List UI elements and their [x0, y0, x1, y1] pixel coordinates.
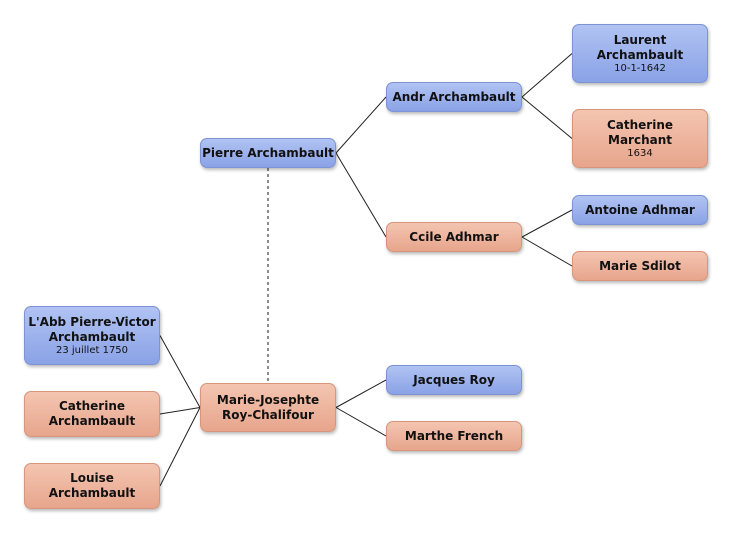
person-date: 1634: [627, 147, 653, 159]
person-name: Catherine Marchant: [606, 117, 674, 147]
person-name: Marie-Josephte Roy-Chalifour: [216, 392, 320, 422]
person-node-andr-archambault[interactable]: Andr Archambault: [386, 82, 522, 112]
person-node-pierre-archambault[interactable]: Pierre Archambault: [200, 138, 336, 168]
person-name: Pierre Archambault: [202, 145, 334, 160]
person-name: L'Abb Pierre-Victor Archambault: [28, 314, 156, 344]
person-node-marie-sdilot[interactable]: Marie Sdilot: [572, 251, 708, 281]
person-node-abbe-pierre-victor-archambault[interactable]: L'Abb Pierre-Victor Archambault 23 juill…: [24, 306, 160, 365]
child-link: [159, 407, 201, 487]
parent-link: [335, 96, 387, 154]
person-name: Laurent Archambault: [596, 32, 684, 62]
person-node-antoine-adhmar[interactable]: Antoine Adhmar: [572, 195, 708, 225]
child-link: [159, 407, 201, 415]
person-name: Marthe French: [404, 428, 504, 443]
parent-link: [521, 209, 573, 238]
parent-link: [521, 53, 573, 98]
person-node-marthe-french[interactable]: Marthe French: [386, 421, 522, 451]
person-name: Jacques Roy: [413, 372, 495, 387]
person-node-laurent-archambault[interactable]: Laurent Archambault 10-1-1642: [572, 24, 708, 83]
parent-link: [335, 407, 387, 437]
person-name: Ccile Adhmar: [409, 229, 499, 244]
person-node-jacques-roy[interactable]: Jacques Roy: [386, 365, 522, 395]
person-node-catherine-marchant[interactable]: Catherine Marchant 1634: [572, 109, 708, 168]
parent-link: [335, 152, 387, 238]
parent-link: [521, 96, 573, 139]
person-date: 10-1-1642: [614, 62, 666, 74]
parent-link: [521, 236, 573, 267]
child-link: [159, 335, 201, 408]
person-date: 23 juillet 1750: [55, 344, 129, 356]
person-name: Andr Archambault: [392, 89, 516, 104]
person-name: Louise Archambault: [48, 471, 136, 500]
person-node-marie-josephte-roy-chalifour[interactable]: Marie-Josephte Roy-Chalifour: [200, 383, 336, 432]
person-name: Catherine Archambault: [48, 399, 136, 428]
person-node-ccile-adhmar[interactable]: Ccile Adhmar: [386, 222, 522, 252]
person-name: Antoine Adhmar: [585, 202, 695, 217]
parent-link: [335, 379, 387, 408]
person-name: Marie Sdilot: [599, 258, 681, 273]
person-node-catherine-archambault[interactable]: Catherine Archambault: [24, 391, 160, 437]
person-node-louise-archambault[interactable]: Louise Archambault: [24, 463, 160, 509]
